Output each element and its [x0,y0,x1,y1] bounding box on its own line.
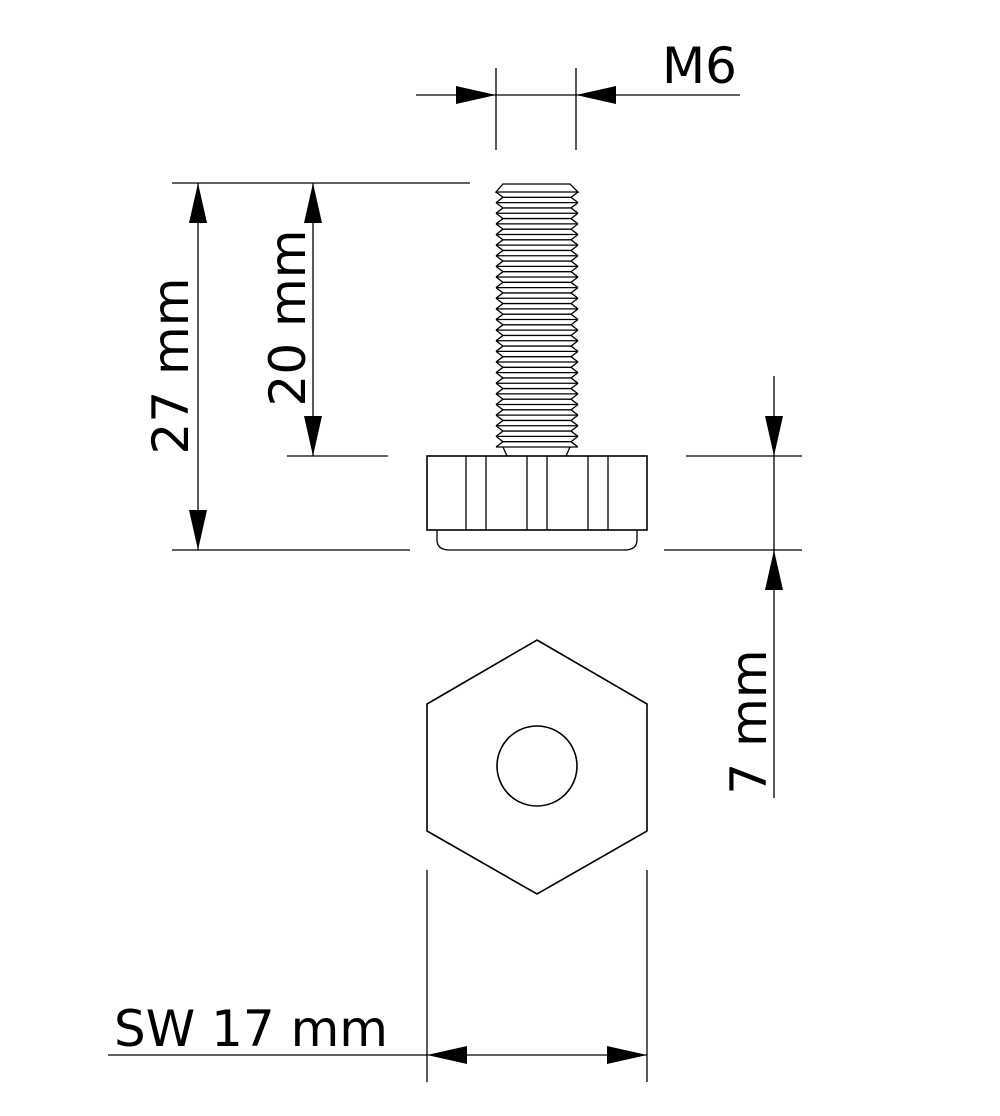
thread-ridge [495,276,579,289]
thread-ridge [495,191,579,204]
thread-ridge [495,361,579,374]
total-height-label: 27 mm [142,278,200,455]
m6-arrow-right [576,86,616,104]
thread-ridge [495,414,579,427]
hexagon-outline [426,639,648,895]
m6-arrow-left [456,86,496,104]
thread-ridge [495,287,579,299]
base-height-dimension: 7 mm [664,376,802,798]
thread-size-label: M6 [662,37,737,95]
threaded-stud [494,183,580,457]
wrench-size-label: SW 17 mm [114,1000,388,1058]
thread-ridge [495,212,579,225]
thread-ridge [495,425,579,438]
thread-ridge [495,393,579,406]
thread-ridge [495,255,579,268]
thread-ridge [495,435,579,448]
total-height-dimension: 27 mm [142,183,410,551]
thread-ridge [495,308,579,321]
thread-length-arrow-top [304,183,322,223]
thread-ridges [495,191,579,448]
thread-length-label: 20 mm [259,230,317,407]
knurled-base [426,455,648,551]
base-height-label: 7 mm [720,649,778,794]
thread-ridge [495,233,579,246]
stud-tip [494,183,580,193]
thread-ridge [495,297,579,310]
sw-arrow-right [607,1046,647,1064]
sw-arrow-left [427,1046,467,1064]
thread-ridge [495,202,579,214]
thread-length-arrow-bottom [304,416,322,456]
thread-ridge [495,329,579,342]
thread-ridge [495,223,579,236]
base-height-arrow-bottom [765,550,783,590]
total-height-arrow-bottom [189,510,207,550]
center-hole [496,725,578,807]
base-height-arrow-top [765,416,783,456]
thread-ridge [495,382,579,395]
thread-ridge [495,372,579,384]
thread-ridge [495,350,579,363]
thread-ridge [495,403,579,416]
knurl-lines [465,456,609,530]
thread-ridge [495,340,579,353]
thread-ridge [495,265,579,278]
thread-ridge [495,318,579,331]
thread-diameter-dimension: M6 [416,37,740,150]
thread-length-dimension: 20 mm [172,182,470,457]
base-foot-pad [436,530,638,551]
hexagon-top-view [426,639,648,895]
thread-ridge [495,244,579,257]
stud-neck [502,446,571,457]
base-body [426,455,648,531]
wrench-size-dimension: SW 17 mm [108,870,648,1082]
total-height-arrow-top [189,183,207,223]
